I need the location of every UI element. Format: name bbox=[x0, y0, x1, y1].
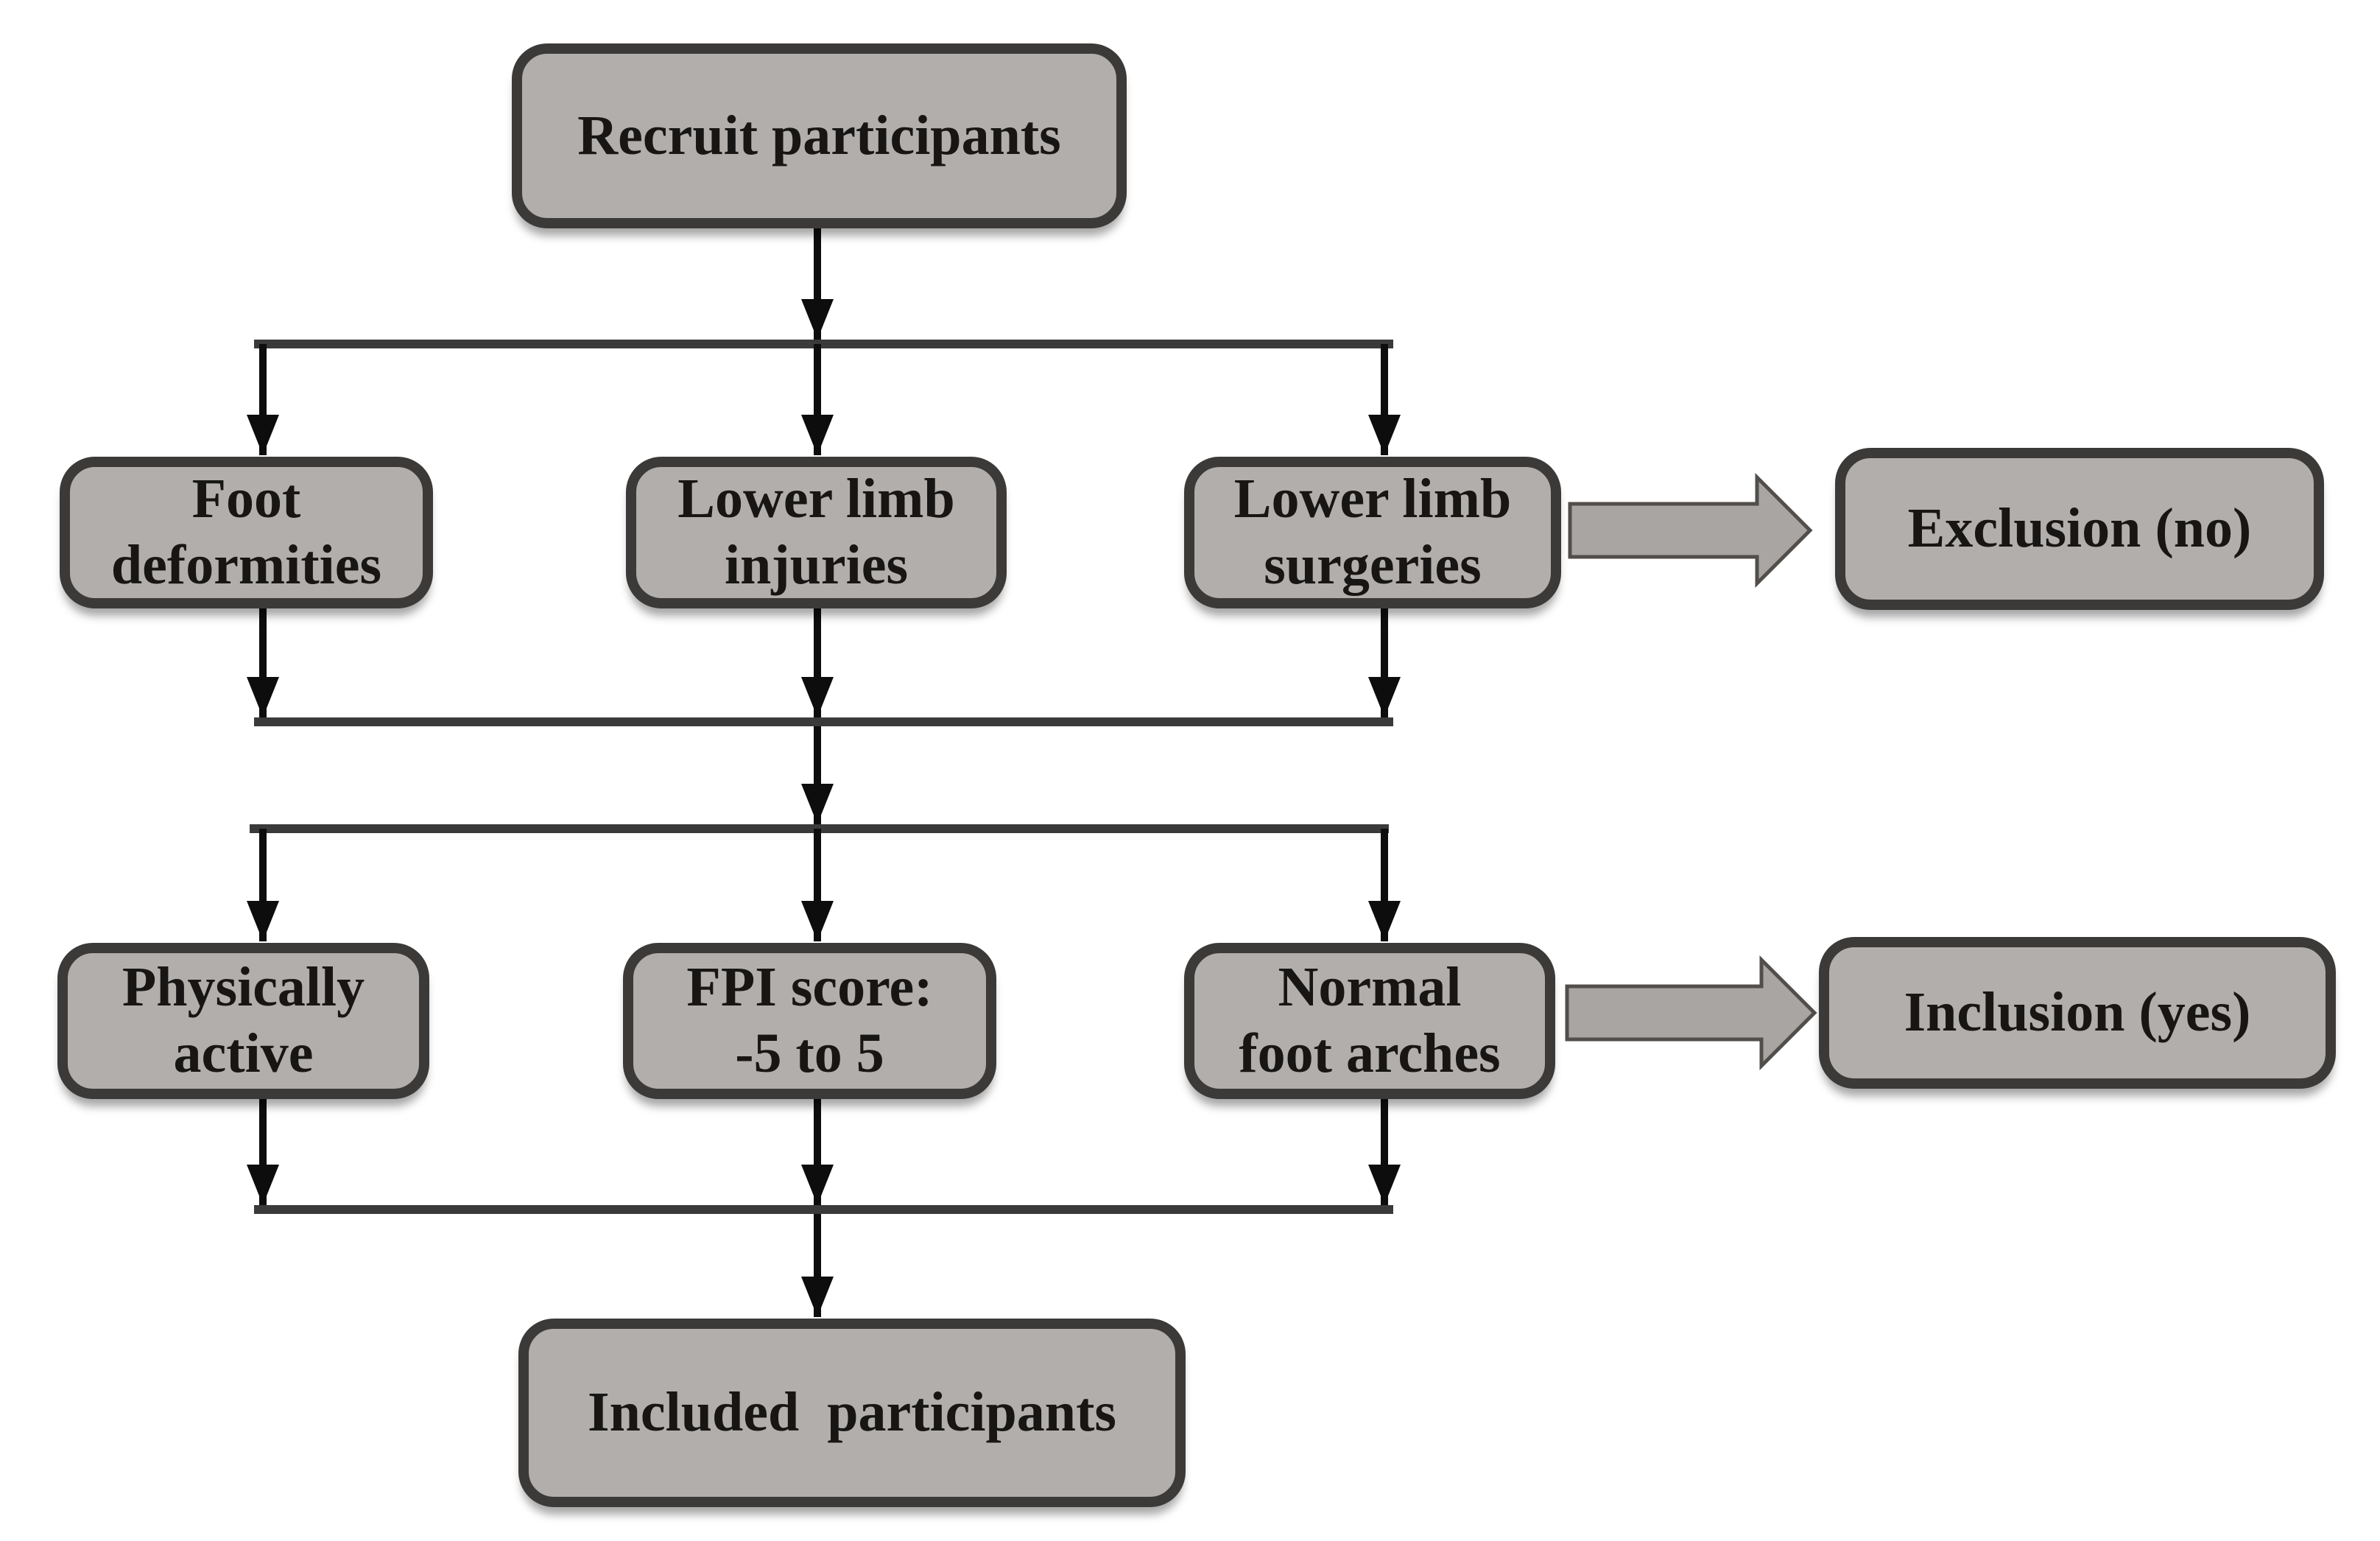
block-arrow-to-inclusion bbox=[1565, 955, 1817, 1071]
node-label: Included participants bbox=[588, 1381, 1116, 1444]
node-label: deformities bbox=[110, 534, 382, 596]
node-label: FPI score: bbox=[686, 956, 933, 1019]
node-label: Normal bbox=[1278, 956, 1462, 1019]
block-arrow-to-exclusion bbox=[1568, 472, 1813, 589]
node-exclusion: Exclusion (no) bbox=[1835, 448, 2324, 610]
node-label: Inclusion (yes) bbox=[1904, 981, 2251, 1044]
node-label: active bbox=[173, 1022, 314, 1084]
node-label: Lower limb bbox=[1233, 468, 1512, 530]
node-normal-foot-arches: Normal foot arches bbox=[1184, 943, 1555, 1099]
node-fpi-score: FPI score: -5 to 5 bbox=[623, 943, 996, 1099]
node-lower-limb-injuries: Lower limb injuries bbox=[626, 457, 1007, 608]
node-lower-limb-surgeries: Lower limb surgeries bbox=[1184, 457, 1561, 608]
node-label: Recruit participants bbox=[577, 104, 1061, 166]
node-label: -5 to 5 bbox=[735, 1022, 884, 1084]
node-label: Lower limb bbox=[677, 468, 955, 530]
node-label: foot arches bbox=[1239, 1022, 1501, 1084]
node-foot-deformities: Foot deformities bbox=[60, 457, 433, 608]
node-label: Exclusion (no) bbox=[1907, 497, 2252, 560]
node-inclusion: Inclusion (yes) bbox=[1819, 937, 2336, 1089]
node-recruit-participants: Recruit participants bbox=[512, 43, 1127, 228]
node-physically-active: Physically active bbox=[57, 943, 429, 1099]
node-label: Foot bbox=[191, 468, 301, 530]
node-label: injuries bbox=[724, 534, 909, 596]
node-label: surgeries bbox=[1264, 534, 1482, 596]
node-included-participants: Included participants bbox=[518, 1319, 1186, 1507]
node-label: Physically bbox=[122, 956, 365, 1019]
